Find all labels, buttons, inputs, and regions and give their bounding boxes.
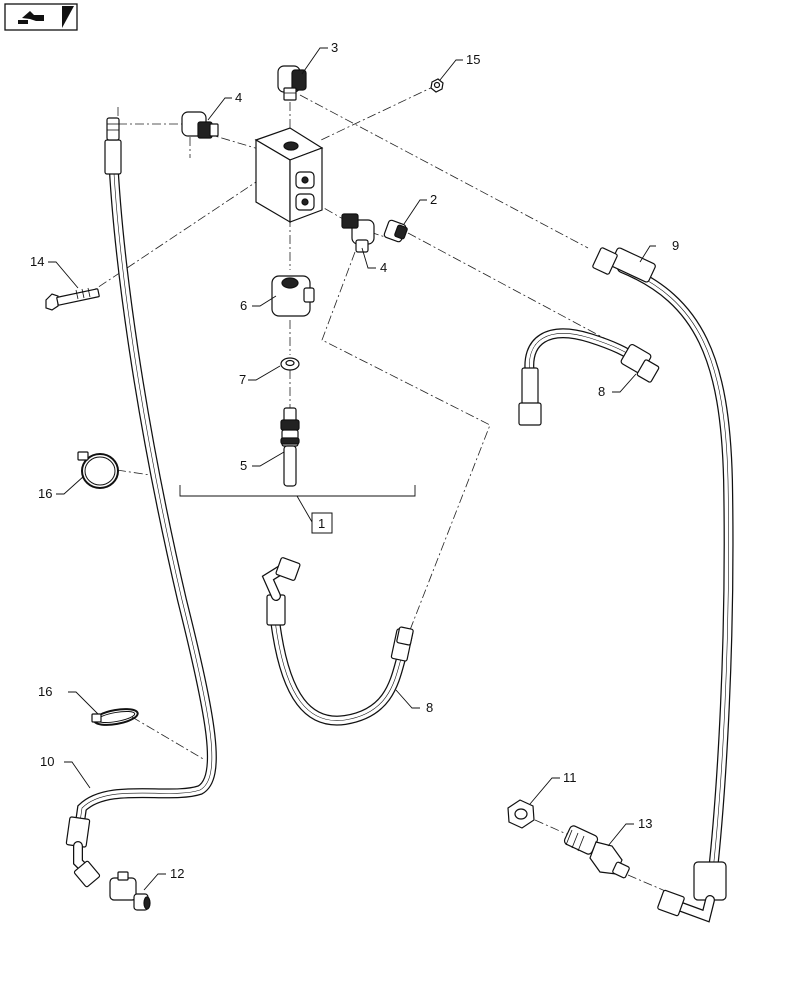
cartridge-valve-5 [280, 407, 300, 487]
assembly-bracket [179, 485, 416, 534]
nut-15 [430, 78, 444, 93]
callout-16: 16 [38, 684, 52, 699]
callout-4: 4 [235, 90, 242, 105]
hose-9 [592, 247, 734, 923]
valve-block [254, 127, 324, 224]
centerlines [84, 84, 671, 894]
elbow-fitting-3 [277, 65, 307, 101]
callout-5: 5 [240, 458, 247, 473]
callout-15: 15 [466, 52, 480, 67]
hose-8-lower [261, 557, 414, 726]
next-page-arrow-icon[interactable] [4, 3, 78, 31]
callout-2: 2 [430, 192, 437, 207]
callout-4: 4 [380, 260, 387, 275]
straight-fitting-2 [383, 219, 408, 243]
nut-11 [507, 799, 535, 829]
callout-14: 14 [30, 254, 44, 269]
assembly-callout-1: 1 [318, 516, 325, 531]
leader-lines [48, 47, 656, 891]
nut-7 [280, 357, 300, 371]
callout-6: 6 [240, 298, 247, 313]
callout-16: 16 [38, 486, 52, 501]
solenoid-coil-6 [271, 275, 315, 317]
bolt-14 [45, 287, 100, 311]
callout-8: 8 [426, 700, 433, 715]
callout-7: 7 [239, 372, 246, 387]
callout-10: 10 [40, 754, 54, 769]
callout-13: 13 [638, 816, 652, 831]
callout-8: 8 [598, 384, 605, 399]
bulkhead-fitting-13 [563, 825, 630, 879]
callout-12: 12 [170, 866, 184, 881]
cable-tie-16b [91, 708, 139, 726]
elbow-fitting-4a [181, 111, 219, 139]
callout-9: 9 [672, 238, 679, 253]
callout-11: 11 [563, 770, 577, 785]
cable-tie-16a [77, 451, 119, 489]
tee-fitting-12 [109, 871, 151, 911]
callout-labels: 3 15 4 2 4 14 6 9 7 8 5 16 16 8 10 11 13… [30, 40, 679, 881]
elbow-fitting-4b [341, 213, 375, 253]
callout-3: 3 [331, 40, 338, 55]
hose-8-upper [518, 328, 660, 426]
hose-10 [65, 117, 217, 888]
